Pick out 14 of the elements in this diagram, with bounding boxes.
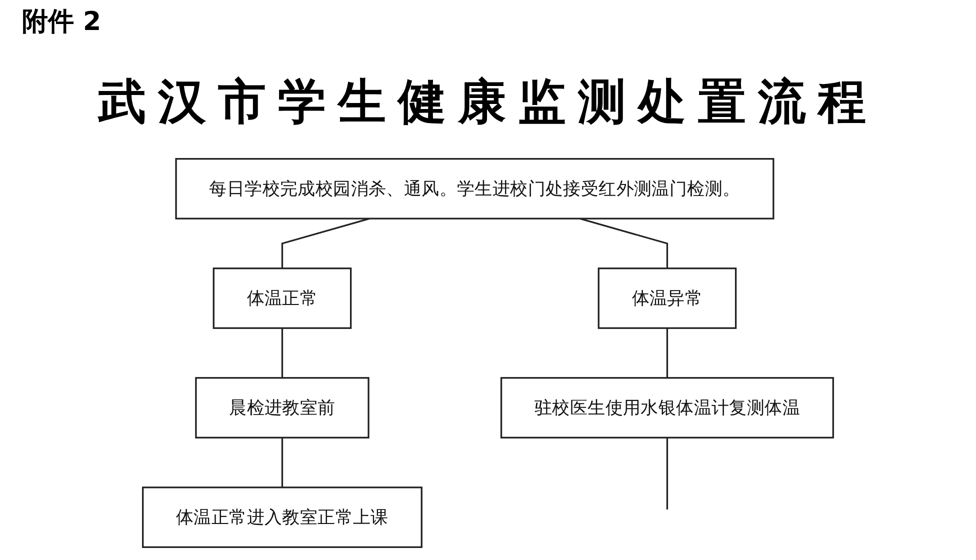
diagram-title: 武汉市学生健康监测处置流程 <box>96 73 879 132</box>
connector <box>666 438 668 510</box>
connector <box>281 328 284 378</box>
node-box: 晨检进教室前 <box>195 377 370 438</box>
node-box: 每日学校完成校园消杀、通风。学生进校门处接受红外测温门检测。 <box>175 158 774 220</box>
connector <box>281 218 370 268</box>
connector <box>666 328 668 378</box>
node-box: 体温正常 <box>212 268 352 329</box>
connector <box>580 218 668 268</box>
node-box: 驻校医生使用水银体温计复测体温 <box>500 377 834 438</box>
connector <box>281 438 284 488</box>
node-box: 体温异常 <box>598 268 737 329</box>
annex-label: 附件 2 <box>22 7 102 37</box>
node-box: 体温正常进入教室正常上课 <box>142 486 422 548</box>
